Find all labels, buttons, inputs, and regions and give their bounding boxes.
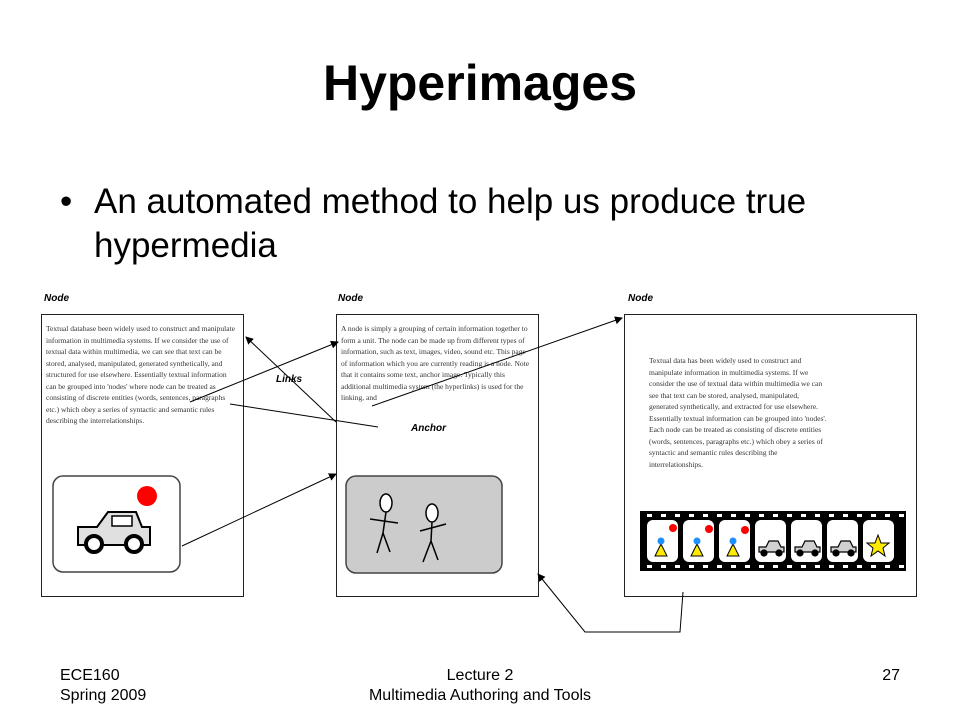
footer-course: ECE160 (60, 667, 120, 684)
footer-left: ECE160 Spring 2009 (60, 666, 146, 706)
page-number: 27 (882, 667, 900, 684)
anchor-label: Anchor (411, 423, 446, 434)
node-label-2: Node (338, 293, 363, 304)
node-text-1: Textual database been widely used to con… (46, 324, 235, 425)
stick-figure-icon (369, 493, 447, 563)
node-box-2: A node is simply a grouping of certain i… (336, 314, 539, 597)
footer-term: Spring 2009 (60, 687, 147, 704)
film-strip-icon (640, 511, 906, 571)
red-ball-icon (137, 486, 157, 506)
slide-title: Hyperimages (322, 55, 638, 111)
footer-topic: Multimedia Authoring and Tools (368, 687, 592, 704)
node-label-1: Node (44, 293, 69, 304)
node-text-3: Textual data has been widely used to con… (649, 356, 827, 469)
node-text-2: A node is simply a grouping of certain i… (341, 324, 530, 402)
arrow-icon (181, 316, 684, 633)
footer-center: Lecture 2 Multimedia Authoring and Tools (330, 666, 630, 706)
footer-lecture: Lecture 2 (446, 667, 514, 684)
node-label-3: Node (628, 293, 653, 304)
bullet-dot: • (60, 182, 73, 221)
car-icon (77, 511, 151, 554)
bullet-text: An automated method to help us produce t… (94, 182, 807, 265)
links-label: Links (276, 374, 303, 385)
star-icon (865, 533, 891, 558)
